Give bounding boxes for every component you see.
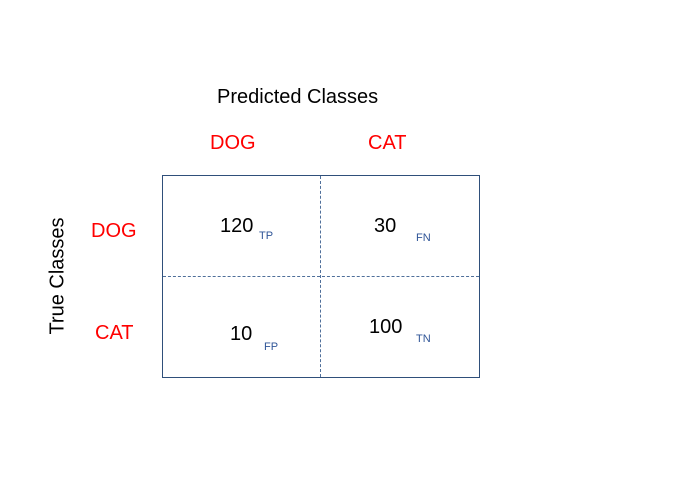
cell-value-true-positive: 120 — [220, 215, 254, 237]
predicted-classes-title: Predicted Classes — [217, 86, 379, 108]
row-label-cat: CAT — [95, 322, 134, 344]
matrix-horizontal-divider — [163, 276, 479, 277]
row-label-dog: DOG — [91, 220, 137, 242]
column-label-cat: CAT — [368, 132, 407, 154]
true-classes-title: True Classes — [46, 217, 69, 335]
cell-value-true-negative: 100 — [369, 316, 403, 338]
cell-tag-true-negative: TN — [416, 333, 431, 345]
column-label-dog: DOG — [210, 132, 256, 154]
cell-tag-false-negative: FN — [416, 232, 431, 244]
cell-value-false-negative: 30 — [374, 215, 397, 237]
cell-value-false-positive: 10 — [230, 323, 253, 345]
cell-tag-true-positive: TP — [259, 230, 274, 242]
confusion-matrix-frame — [162, 175, 480, 378]
cell-tag-false-positive: FP — [264, 341, 279, 353]
